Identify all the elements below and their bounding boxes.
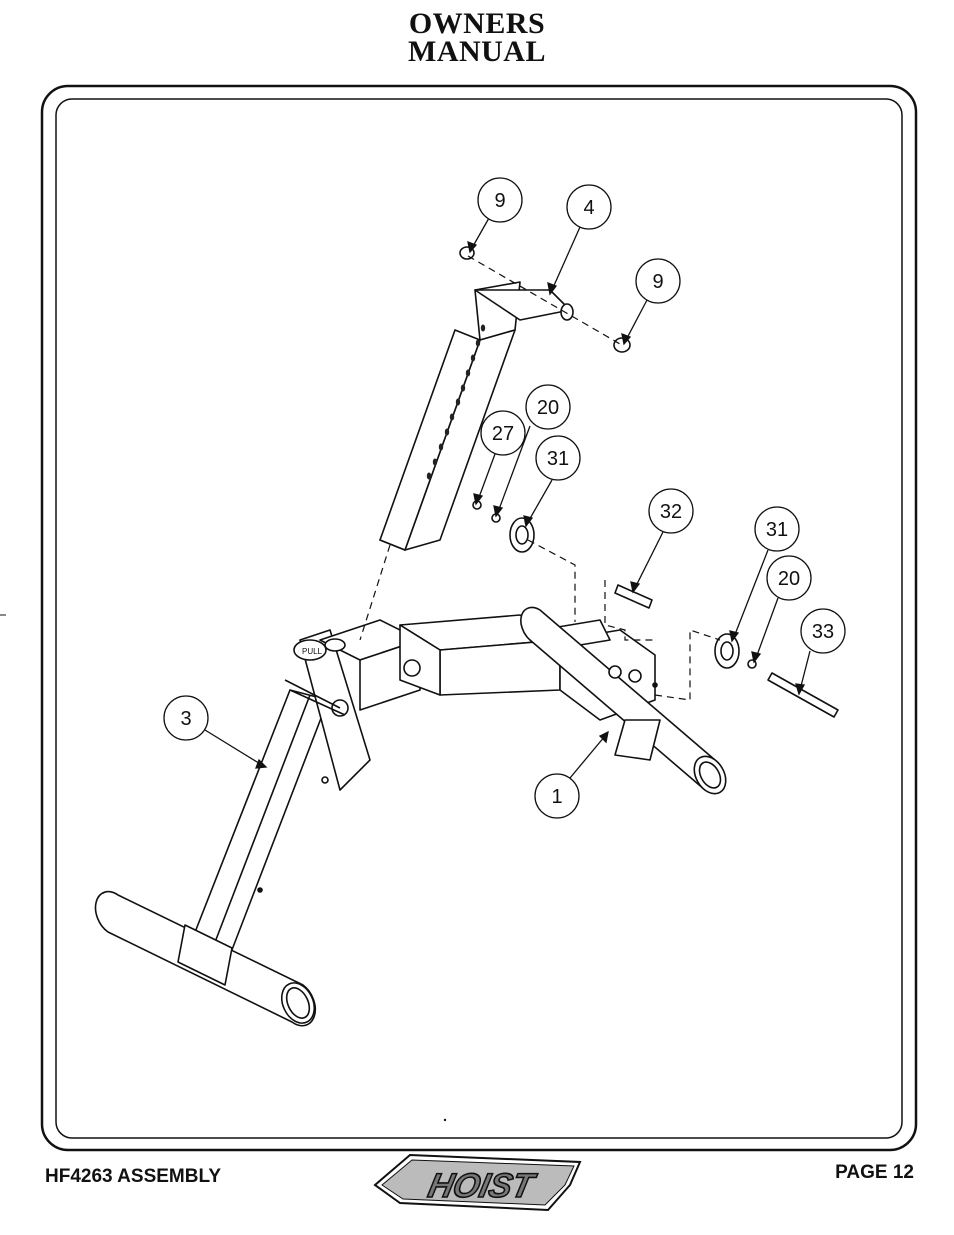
svg-text:HOIST: HOIST — [425, 1167, 540, 1205]
svg-text:33: 33 — [812, 621, 834, 643]
callout-leaders — [204, 217, 811, 779]
manual-title-line1: OWNERS — [408, 7, 546, 40]
main-frame-part-1: PULL — [284, 606, 727, 795]
outer-frame — [40, 84, 918, 1152]
svg-text:1: 1 — [551, 786, 562, 808]
svg-text:4: 4 — [583, 197, 594, 219]
callout-20-upper: 20 — [525, 384, 571, 430]
seat-post-part-4 — [379, 281, 574, 551]
hoist-logo: HOIST — [373, 1153, 582, 1212]
page-number: PAGE 12 — [835, 1162, 914, 1183]
svg-text:PULL: PULL — [302, 647, 323, 656]
manual-title-line2: MANUAL — [408, 35, 546, 68]
svg-text:31: 31 — [766, 519, 788, 541]
inner-frame — [55, 98, 903, 1139]
callout-9-right: 9 — [635, 258, 681, 304]
svg-text:3: 3 — [180, 708, 191, 730]
callout-33: 33 — [800, 608, 846, 654]
callout-4: 4 — [566, 184, 612, 230]
svg-text:20: 20 — [778, 568, 800, 590]
callout-31-lower: 31 — [754, 506, 800, 552]
model-label: HF4263 ASSEMBLY — [45, 1166, 221, 1187]
hardware-parts — [459, 246, 839, 718]
callout-1: 1 — [534, 773, 580, 819]
callout-32: 32 — [648, 488, 694, 534]
dashed-guide-lines — [359, 255, 721, 701]
svg-text:27: 27 — [492, 423, 514, 445]
svg-text:31: 31 — [547, 448, 569, 470]
front-leg-part-3 — [94, 689, 329, 1027]
callout-27: 27 — [480, 410, 526, 456]
callout-9-top: 9 — [477, 177, 523, 223]
callout-20-lower: 20 — [766, 555, 812, 601]
svg-text:20: 20 — [537, 397, 559, 419]
svg-text:32: 32 — [660, 501, 682, 523]
svg-text:9: 9 — [494, 190, 505, 212]
callout-31-upper: 31 — [535, 435, 581, 481]
svg-text:9: 9 — [652, 271, 663, 293]
callout-3: 3 — [163, 695, 209, 741]
